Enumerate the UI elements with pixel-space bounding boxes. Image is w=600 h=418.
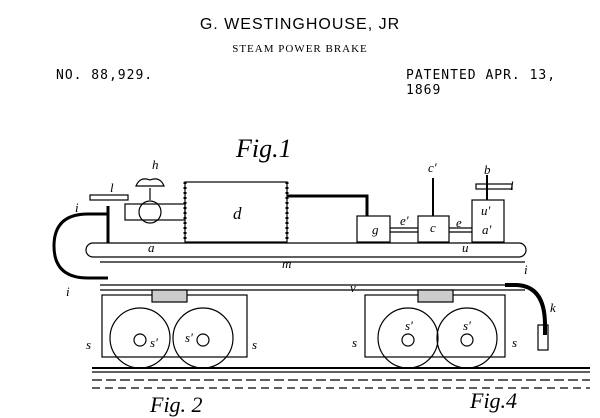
label-i: i (75, 200, 79, 215)
label-v: v (350, 280, 356, 295)
label-e-prime: e' (400, 213, 409, 228)
label-s-prime-2: s' (185, 330, 193, 345)
wheel-2 (172, 307, 234, 369)
valve-h (138, 200, 162, 224)
label-m: m (282, 256, 292, 271)
label-a: a (148, 240, 155, 255)
patent-number: NO. 88,929. (56, 68, 154, 83)
label-u-prime: u' (481, 203, 491, 218)
wheel-3 (377, 307, 439, 369)
patent-date: PATENTED APR. 13, 1869 (406, 68, 557, 98)
label-s-2: s (252, 337, 258, 352)
steam-brake-drawing (52, 175, 590, 389)
label-s-prime-3: s' (405, 318, 413, 333)
wheel-1 (109, 307, 171, 369)
figure-1-label: Fig.1 (236, 134, 292, 163)
label-l: l (110, 180, 114, 195)
label-s-prime-1: s' (150, 335, 158, 350)
frame-beam (85, 242, 527, 258)
label-s-3: s (352, 335, 358, 350)
label-s-4: s (512, 335, 518, 350)
patent-title: STEAM POWER BRAKE (232, 43, 368, 55)
label-s-prime-4: s' (463, 318, 471, 333)
label-c: c (430, 220, 436, 235)
label-i-right: i (524, 262, 528, 277)
wheel-4 (436, 307, 498, 369)
label-e: e (456, 215, 462, 230)
label-d: d (233, 204, 242, 223)
inventor-name: G. WESTINGHOUSE, JR (199, 16, 401, 33)
label-h: h (152, 157, 159, 172)
label-s-1: s (86, 337, 92, 352)
label-l-right: l (510, 178, 514, 193)
label-k: k (550, 300, 556, 315)
label-u: u (462, 240, 469, 255)
label-i-left: i (66, 284, 70, 299)
cylinder-o (356, 215, 391, 243)
label-b: b (484, 162, 491, 177)
label-c-prime: c' (428, 160, 437, 175)
label-a-prime: a' (482, 222, 492, 237)
label-o: g (372, 222, 379, 237)
